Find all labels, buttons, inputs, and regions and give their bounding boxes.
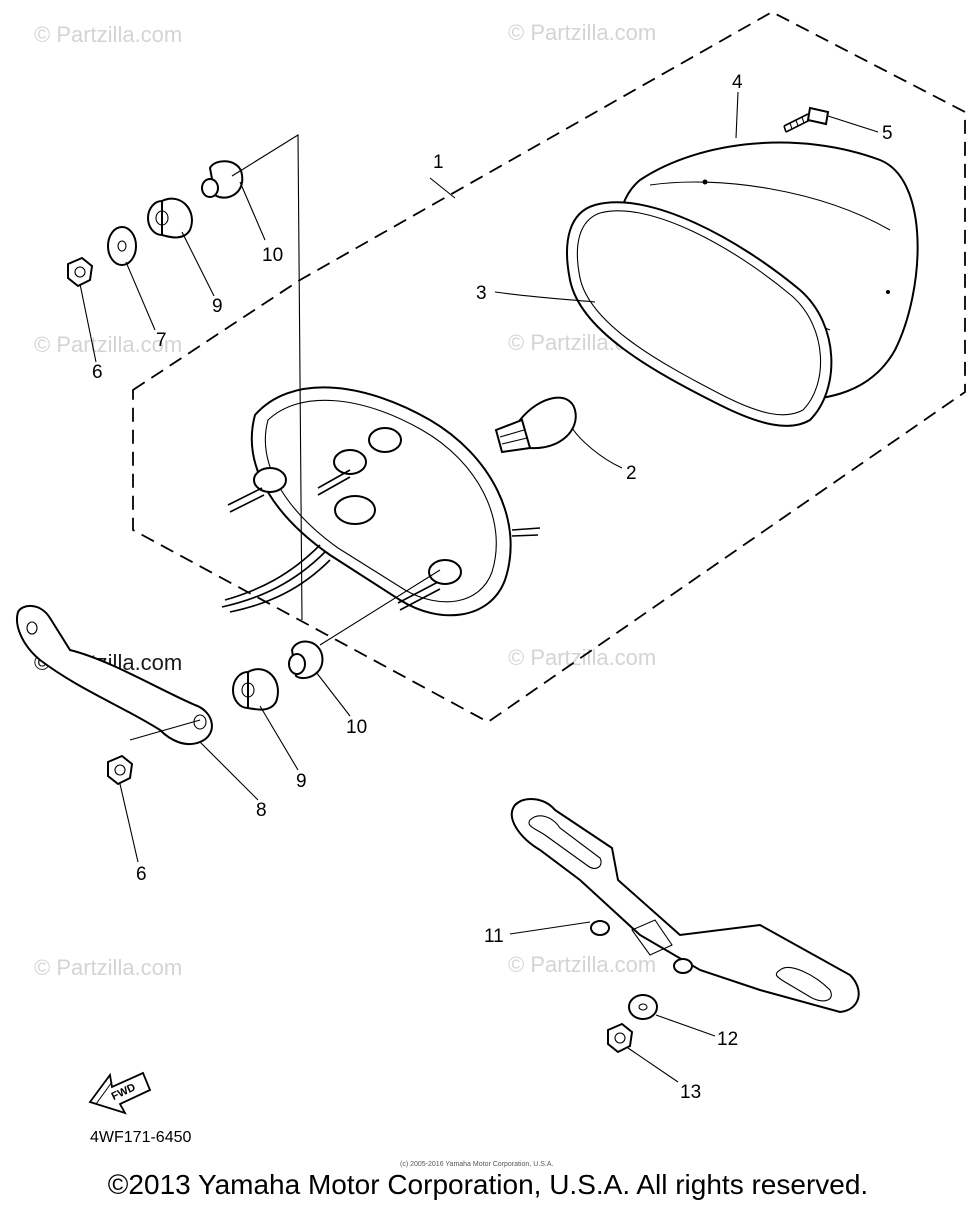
diagram-code: 4WF171-6450 — [90, 1129, 191, 1146]
callout-9: 9 — [212, 296, 223, 317]
callout-9: 9 — [296, 771, 307, 792]
watermark: © Partzilla.com — [34, 22, 182, 47]
callout-1: 1 — [433, 152, 444, 173]
watermark: © Partzilla.com — [34, 332, 182, 357]
callout-5: 5 — [882, 123, 893, 144]
bracket-hardware — [607, 994, 658, 1054]
small-copyright: (c) 2005-2016 Yamaha Motor Corporation, … — [400, 1161, 553, 1168]
bracket-stay-part — [16, 605, 213, 786]
callout-7: 7 — [156, 330, 167, 351]
callout-12: 12 — [717, 1029, 738, 1050]
callout-8: 8 — [256, 800, 267, 821]
callout-11: 11 — [484, 926, 504, 947]
taillight-base — [221, 386, 541, 617]
callout-6: 6 — [136, 864, 147, 885]
callouts: 1 2 3 4 5 6 6 7 8 9 9 10 10 11 12 13 — [92, 72, 893, 1103]
callout-10: 10 — [346, 717, 367, 738]
left-bottom-hardware — [232, 640, 324, 711]
watermark: © Partzilla.com — [508, 952, 656, 977]
assembly-boundary — [132, 10, 966, 724]
callout-2: 2 — [626, 463, 637, 484]
watermark: © Partzilla.com — [34, 955, 182, 980]
license-bracket-part — [510, 798, 860, 1014]
fwd-arrow-icon: FWD — [88, 1071, 152, 1115]
callout-6: 6 — [92, 362, 103, 383]
screw-part — [783, 106, 830, 133]
leader-lines — [79, 91, 879, 1083]
watermark: © Partzilla.com — [508, 20, 656, 45]
copyright-notice: ©2013 Yamaha Motor Corporation, U.S.A. A… — [108, 1169, 868, 1200]
callout-13: 13 — [680, 1082, 701, 1103]
left-top-hardware — [67, 160, 244, 288]
callout-4: 4 — [732, 72, 743, 93]
callout-10: 10 — [262, 245, 283, 266]
callout-3: 3 — [476, 283, 487, 304]
reference-lines — [129, 134, 441, 741]
bulb-part — [494, 396, 577, 454]
gasket-part — [566, 201, 833, 427]
